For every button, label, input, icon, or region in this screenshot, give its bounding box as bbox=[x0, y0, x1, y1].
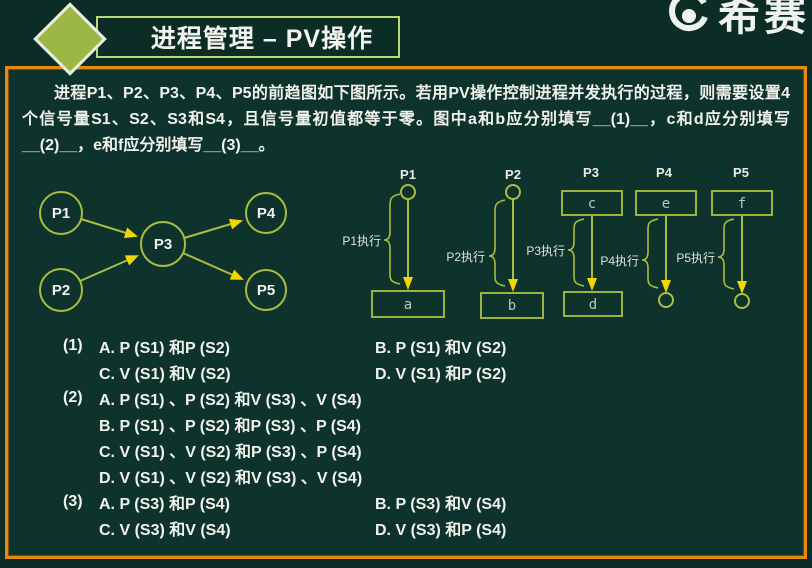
edge-p1-p3 bbox=[80, 218, 138, 239]
node-p4 bbox=[245, 192, 287, 234]
option-row: B. P (S1) 、P (S2) 和P (S3) 、P (S4) bbox=[63, 411, 799, 437]
option-row: C. V (S3) 和V (S4) D. V (S3) 和P (S4) bbox=[63, 515, 799, 541]
option-q2-d: D. V (S1) 、V (S2) 和V (S3) 、V (S4) bbox=[99, 470, 363, 487]
brand-logo-icon bbox=[669, 0, 708, 31]
exec-proc-label-p5: P5 bbox=[733, 165, 749, 180]
end-node-p4 bbox=[658, 292, 674, 308]
brace-p3 bbox=[567, 218, 585, 287]
header: 进程管理 – PV操作 希赛 bbox=[0, 0, 812, 76]
option-q1-a: A. P (S1) 和P (S2) bbox=[99, 340, 231, 357]
diamond-icon bbox=[33, 2, 107, 76]
box-letter-b: b bbox=[508, 298, 516, 314]
page-title: 进程管理 – PV操作 bbox=[150, 25, 374, 53]
node-label-p2: P2 bbox=[52, 282, 70, 299]
exec-label-p3: P3执行 bbox=[526, 244, 565, 258]
option-q2-c: C. V (S1) 、V (S2) 和P (S3) 、P (S4) bbox=[99, 444, 362, 461]
box-letter-c: c bbox=[588, 196, 596, 212]
execution-diagram: P1 P2 P3 P4 P5 bbox=[342, 165, 773, 319]
start-node-p1 bbox=[400, 184, 416, 200]
option-row: (1) A. P (S1) 和P (S2) B. P (S1) 和V (S2) bbox=[63, 333, 799, 359]
option-row: (3) A. P (S3) 和P (S4) B. P (S3) 和V (S4) bbox=[63, 489, 799, 515]
node-p2 bbox=[39, 268, 83, 312]
exec-label-p4: P4执行 bbox=[600, 254, 639, 268]
option-q3-a: A. P (S3) 和P (S4) bbox=[99, 496, 231, 513]
box-letter-a: a bbox=[404, 297, 412, 313]
content-frame: 进程P1、P2、P3、P4、P5的前趋图如下图所示。若用PV操作控制进程并发执行… bbox=[5, 66, 807, 559]
box-letter-f: f bbox=[738, 196, 746, 212]
brand-logo: 希赛 bbox=[664, 0, 810, 43]
question-number-1: (1) bbox=[63, 337, 83, 354]
option-row: (2) A. P (S1) 、P (S2) 和V (S3) 、V (S4) bbox=[63, 385, 799, 411]
box-letter-e: e bbox=[662, 196, 670, 212]
exec-proc-label-p1: P1 bbox=[400, 167, 416, 182]
option-q3-d: D. V (S3) 和P (S4) bbox=[375, 522, 507, 539]
exec-proc-label-p2: P2 bbox=[505, 167, 521, 182]
option-q2-b: B. P (S1) 、P (S2) 和P (S3) 、P (S4) bbox=[99, 418, 362, 435]
box-d bbox=[563, 291, 623, 317]
box-f bbox=[711, 190, 773, 216]
option-q2-a: A. P (S1) 、P (S2) 和V (S3) 、V (S4) bbox=[99, 392, 362, 409]
option-row: C. V (S1) 、V (S2) 和P (S3) 、P (S4) bbox=[63, 437, 799, 463]
exec-label-p5: P5执行 bbox=[676, 251, 715, 265]
end-node-p5 bbox=[734, 293, 750, 309]
node-p1 bbox=[39, 191, 83, 235]
question-text: 进程P1、P2、P3、P4、P5的前趋图如下图所示。若用PV操作控制进程并发执行… bbox=[22, 85, 790, 154]
exec-label-p1: P1执行 bbox=[342, 234, 381, 248]
question-number-3: (3) bbox=[63, 493, 83, 510]
arrowhead-p2 bbox=[508, 279, 518, 292]
option-q1-d: D. V (S1) 和P (S2) bbox=[375, 366, 507, 383]
arrowhead-p5 bbox=[737, 281, 747, 294]
brace-p4 bbox=[641, 218, 659, 289]
option-q1-c: C. V (S1) 和V (S2) bbox=[99, 366, 231, 383]
edge-p3-p5 bbox=[182, 252, 244, 280]
arrowhead-p3 bbox=[587, 278, 597, 291]
node-label-p3: P3 bbox=[154, 236, 172, 253]
brand-logo-text: 希赛 bbox=[717, 0, 810, 39]
brace-p5 bbox=[717, 218, 735, 290]
brace-p2 bbox=[488, 199, 506, 287]
exec-label-p2: P2执行 bbox=[446, 250, 485, 264]
edge-p2-p3 bbox=[79, 255, 139, 282]
node-label-p4: P4 bbox=[257, 205, 276, 222]
precedence-graph: P1 P2 P3 P4 P5 bbox=[39, 191, 287, 312]
exec-proc-label-p4: P4 bbox=[656, 165, 673, 180]
node-p3 bbox=[140, 221, 186, 267]
node-label-p5: P5 bbox=[257, 282, 275, 299]
node-label-p1: P1 bbox=[52, 205, 70, 222]
box-b bbox=[480, 292, 544, 319]
option-q3-c: C. V (S3) 和V (S4) bbox=[99, 522, 231, 539]
option-q1-b: B. P (S1) 和V (S2) bbox=[375, 340, 507, 357]
exec-proc-label-p3: P3 bbox=[583, 165, 599, 180]
box-e bbox=[635, 190, 697, 216]
box-letter-d: d bbox=[589, 297, 597, 313]
arrowhead-p4 bbox=[661, 280, 671, 293]
question-number-2: (2) bbox=[63, 389, 83, 406]
option-row: C. V (S1) 和V (S2) D. V (S1) 和P (S2) bbox=[63, 359, 799, 385]
edge-p3-p4 bbox=[183, 218, 243, 239]
title-box: 进程管理 – PV操作 bbox=[96, 16, 400, 58]
box-c bbox=[561, 190, 623, 216]
option-q3-b: B. P (S3) 和V (S4) bbox=[375, 496, 507, 513]
options-block: (1) A. P (S1) 和P (S2) B. P (S1) 和V (S2) … bbox=[63, 333, 799, 541]
node-p5 bbox=[245, 269, 287, 311]
box-a bbox=[371, 290, 445, 318]
brace-p1 bbox=[383, 193, 401, 285]
start-node-p2 bbox=[505, 184, 521, 200]
arrowhead-p1 bbox=[403, 277, 413, 290]
option-row: D. V (S1) 、V (S2) 和V (S3) 、V (S4) bbox=[63, 463, 799, 489]
